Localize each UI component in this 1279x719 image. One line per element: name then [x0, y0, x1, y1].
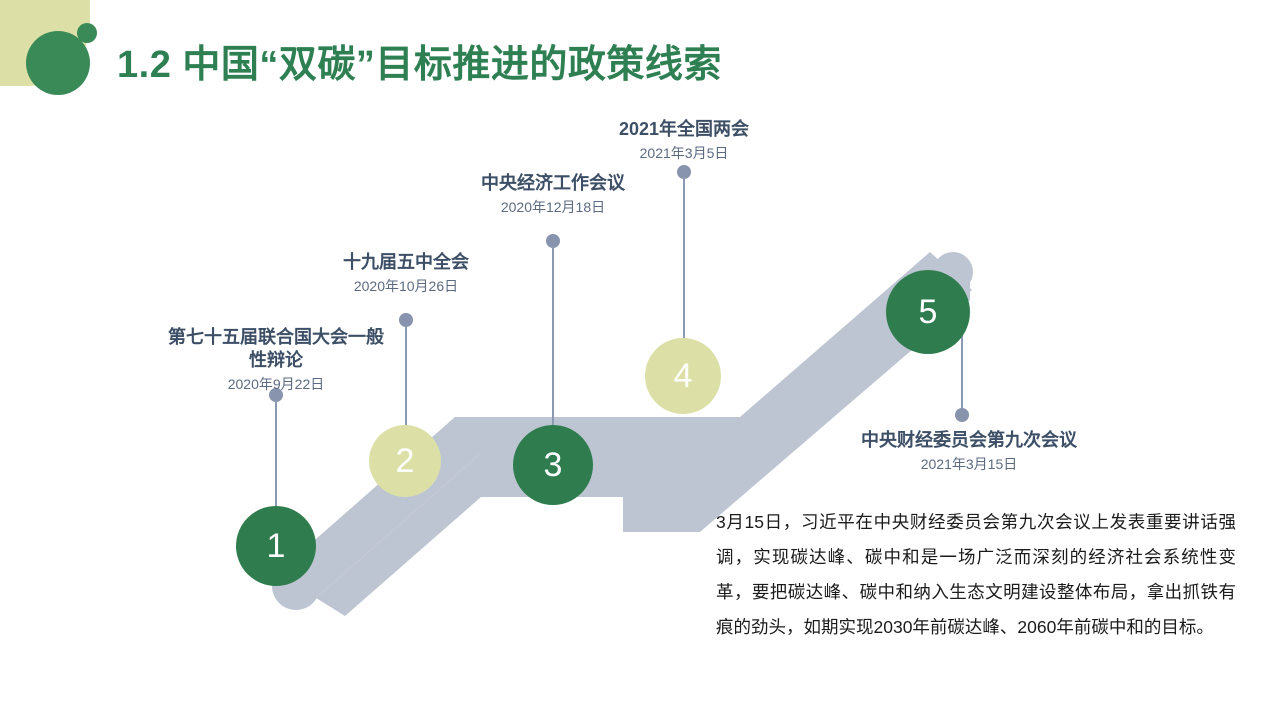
event-date-1: 2020年9月22日	[227, 376, 325, 393]
event-title-3: 中央经济工作会议	[481, 173, 625, 193]
event-label-4: 2021年全国两会 2021年3月5日	[564, 118, 804, 164]
connector-event-2	[399, 313, 413, 433]
connector-line-2	[405, 325, 407, 433]
header-circle-small-icon	[77, 23, 97, 43]
timeline-step-2[interactable]: 2	[369, 425, 441, 497]
connector-event-3	[546, 234, 560, 435]
header-circle-large-icon	[26, 31, 90, 95]
connector-event-4	[677, 165, 691, 345]
event-label-5: 中央财经委员会第九次会议 2021年3月15日	[822, 429, 1116, 475]
event-label-2: 十九届五中全会 2020年10月26日	[286, 251, 526, 297]
timeline-step-1-number: 1	[266, 526, 286, 565]
event-date-4: 2021年3月5日	[639, 145, 729, 162]
connector-line-5	[961, 330, 963, 412]
event-title-2: 十九届五中全会	[343, 252, 469, 272]
connector-line-3	[552, 246, 554, 435]
body-paragraph: 3月15日，习近平在中央财经委员会第九次会议上发表重要讲话强调，实现碳达峰、碳中…	[716, 512, 1236, 637]
connector-dot-5	[955, 408, 969, 422]
event-date-3: 2020年12月18日	[500, 199, 606, 216]
timeline-step-4[interactable]: 4	[645, 338, 721, 414]
event-title-1: 第七十五届联合国大会一般 性辩论	[168, 327, 384, 371]
timeline-step-5-number: 5	[918, 292, 938, 331]
connector-dot-1	[269, 388, 283, 402]
timeline-step-3[interactable]: 3	[513, 425, 593, 505]
connector-dot-2	[399, 313, 413, 327]
event-date-2: 2020年10月26日	[353, 278, 459, 295]
timeline-step-3-number: 3	[543, 445, 563, 484]
connector-event-5	[955, 330, 969, 422]
event-date-5: 2021年3月15日	[920, 456, 1018, 473]
connector-event-1	[269, 388, 283, 516]
event-label-1: 第七十五届联合国大会一般 性辩论 2020年9月22日	[136, 326, 416, 395]
event-title-5: 中央财经委员会第九次会议	[861, 430, 1077, 450]
timeline-step-2-number: 2	[395, 441, 415, 480]
event-title-4: 2021年全国两会	[618, 119, 750, 139]
connector-line-4	[683, 177, 685, 345]
event-label-3: 中央经济工作会议 2020年12月18日	[433, 172, 673, 218]
timeline-step-5[interactable]: 5	[886, 270, 970, 354]
connector-dot-4	[677, 165, 691, 179]
timeline-step-1[interactable]: 1	[236, 506, 316, 586]
timeline-step-4-number: 4	[673, 356, 693, 395]
connector-dot-3	[546, 234, 560, 248]
page-title: 1.2 中国“双碳”目标推进的政策线索	[117, 44, 722, 86]
connector-line-1	[275, 400, 277, 516]
